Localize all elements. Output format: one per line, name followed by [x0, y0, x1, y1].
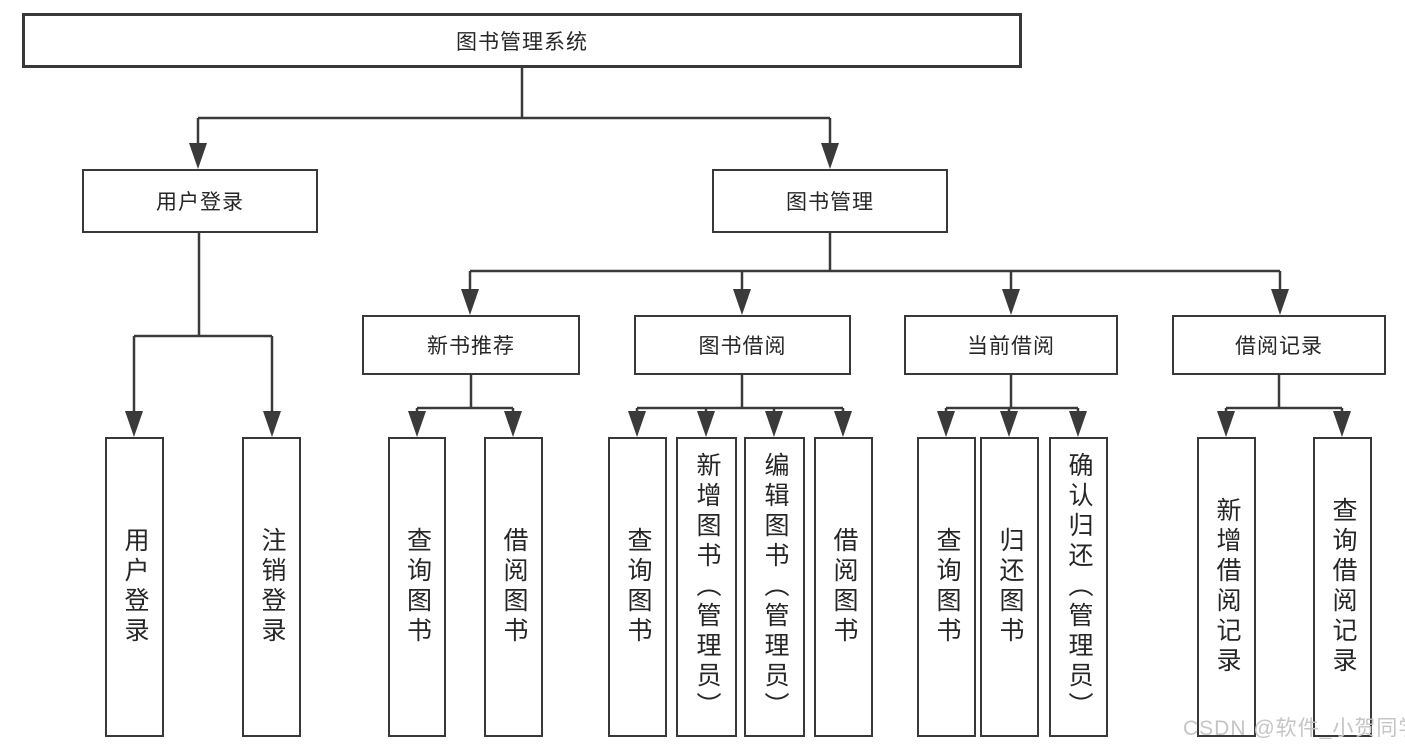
node-group-borrow-records: 借阅记录: [1172, 315, 1386, 375]
node-leaf-current-return: 归还图书: [980, 437, 1039, 737]
node-group-new-books-label: 新书推荐: [427, 335, 515, 358]
node-leaf-newbooks-query: 查询图书: [388, 437, 446, 737]
node-leaf-borrow-edit-label: 编辑图书（管理员）: [761, 452, 789, 722]
node-leaf-newbooks-borrow: 借阅图书: [484, 437, 543, 737]
node-root-system: 图书管理系统: [22, 13, 1022, 68]
node-book-management: 图书管理: [712, 169, 948, 233]
node-leaf-newbooks-borrow-label: 借阅图书: [500, 527, 528, 647]
node-group-new-books: 新书推荐: [362, 315, 580, 375]
node-leaf-borrow-borrow: 借阅图书: [814, 437, 873, 737]
node-group-current-borrow: 当前借阅: [904, 315, 1118, 375]
node-leaf-records-query: 查询借阅记录: [1313, 437, 1372, 737]
node-leaf-borrow-edit: 编辑图书（管理员）: [744, 437, 805, 737]
node-leaf-borrow-query: 查询图书: [608, 437, 667, 737]
node-root-label: 图书管理系统: [456, 30, 588, 54]
csdn-watermark: CSDN @软件_小贺同学: [1183, 717, 1405, 740]
node-leaf-current-query: 查询图书: [917, 437, 976, 737]
node-user-login: 用户登录: [82, 169, 318, 233]
node-group-book-borrow-label: 图书借阅: [698, 335, 787, 358]
node-leaf-logout: 注销登录: [242, 437, 301, 737]
node-leaf-user-login: 用户登录: [105, 437, 164, 737]
node-leaf-current-return-label: 归还图书: [996, 527, 1024, 647]
node-group-borrow-records-label: 借阅记录: [1235, 335, 1323, 358]
node-leaf-user-login-label: 用户登录: [121, 527, 149, 647]
node-leaf-borrow-add-label: 新增图书（管理员）: [693, 452, 721, 722]
node-book-management-label: 图书管理: [786, 191, 874, 214]
node-leaf-borrow-borrow-label: 借阅图书: [830, 527, 858, 647]
node-leaf-current-query-label: 查询图书: [933, 527, 961, 647]
node-group-book-borrow: 图书借阅: [634, 315, 851, 375]
node-leaf-records-add-label: 新增借阅记录: [1213, 497, 1241, 677]
node-leaf-current-confirm: 确认归还（管理员）: [1049, 437, 1108, 737]
node-leaf-borrow-query-label: 查询图书: [624, 527, 652, 647]
node-group-current-borrow-label: 当前借阅: [967, 335, 1055, 358]
node-leaf-records-add: 新增借阅记录: [1197, 437, 1256, 737]
node-leaf-records-query-label: 查询借阅记录: [1329, 497, 1357, 677]
node-leaf-borrow-add: 新增图书（管理员）: [676, 437, 737, 737]
node-leaf-logout-label: 注销登录: [258, 527, 286, 647]
node-leaf-current-confirm-label: 确认归还（管理员）: [1065, 452, 1093, 722]
node-leaf-newbooks-query-label: 查询图书: [403, 527, 432, 647]
node-user-login-label: 用户登录: [156, 191, 244, 214]
